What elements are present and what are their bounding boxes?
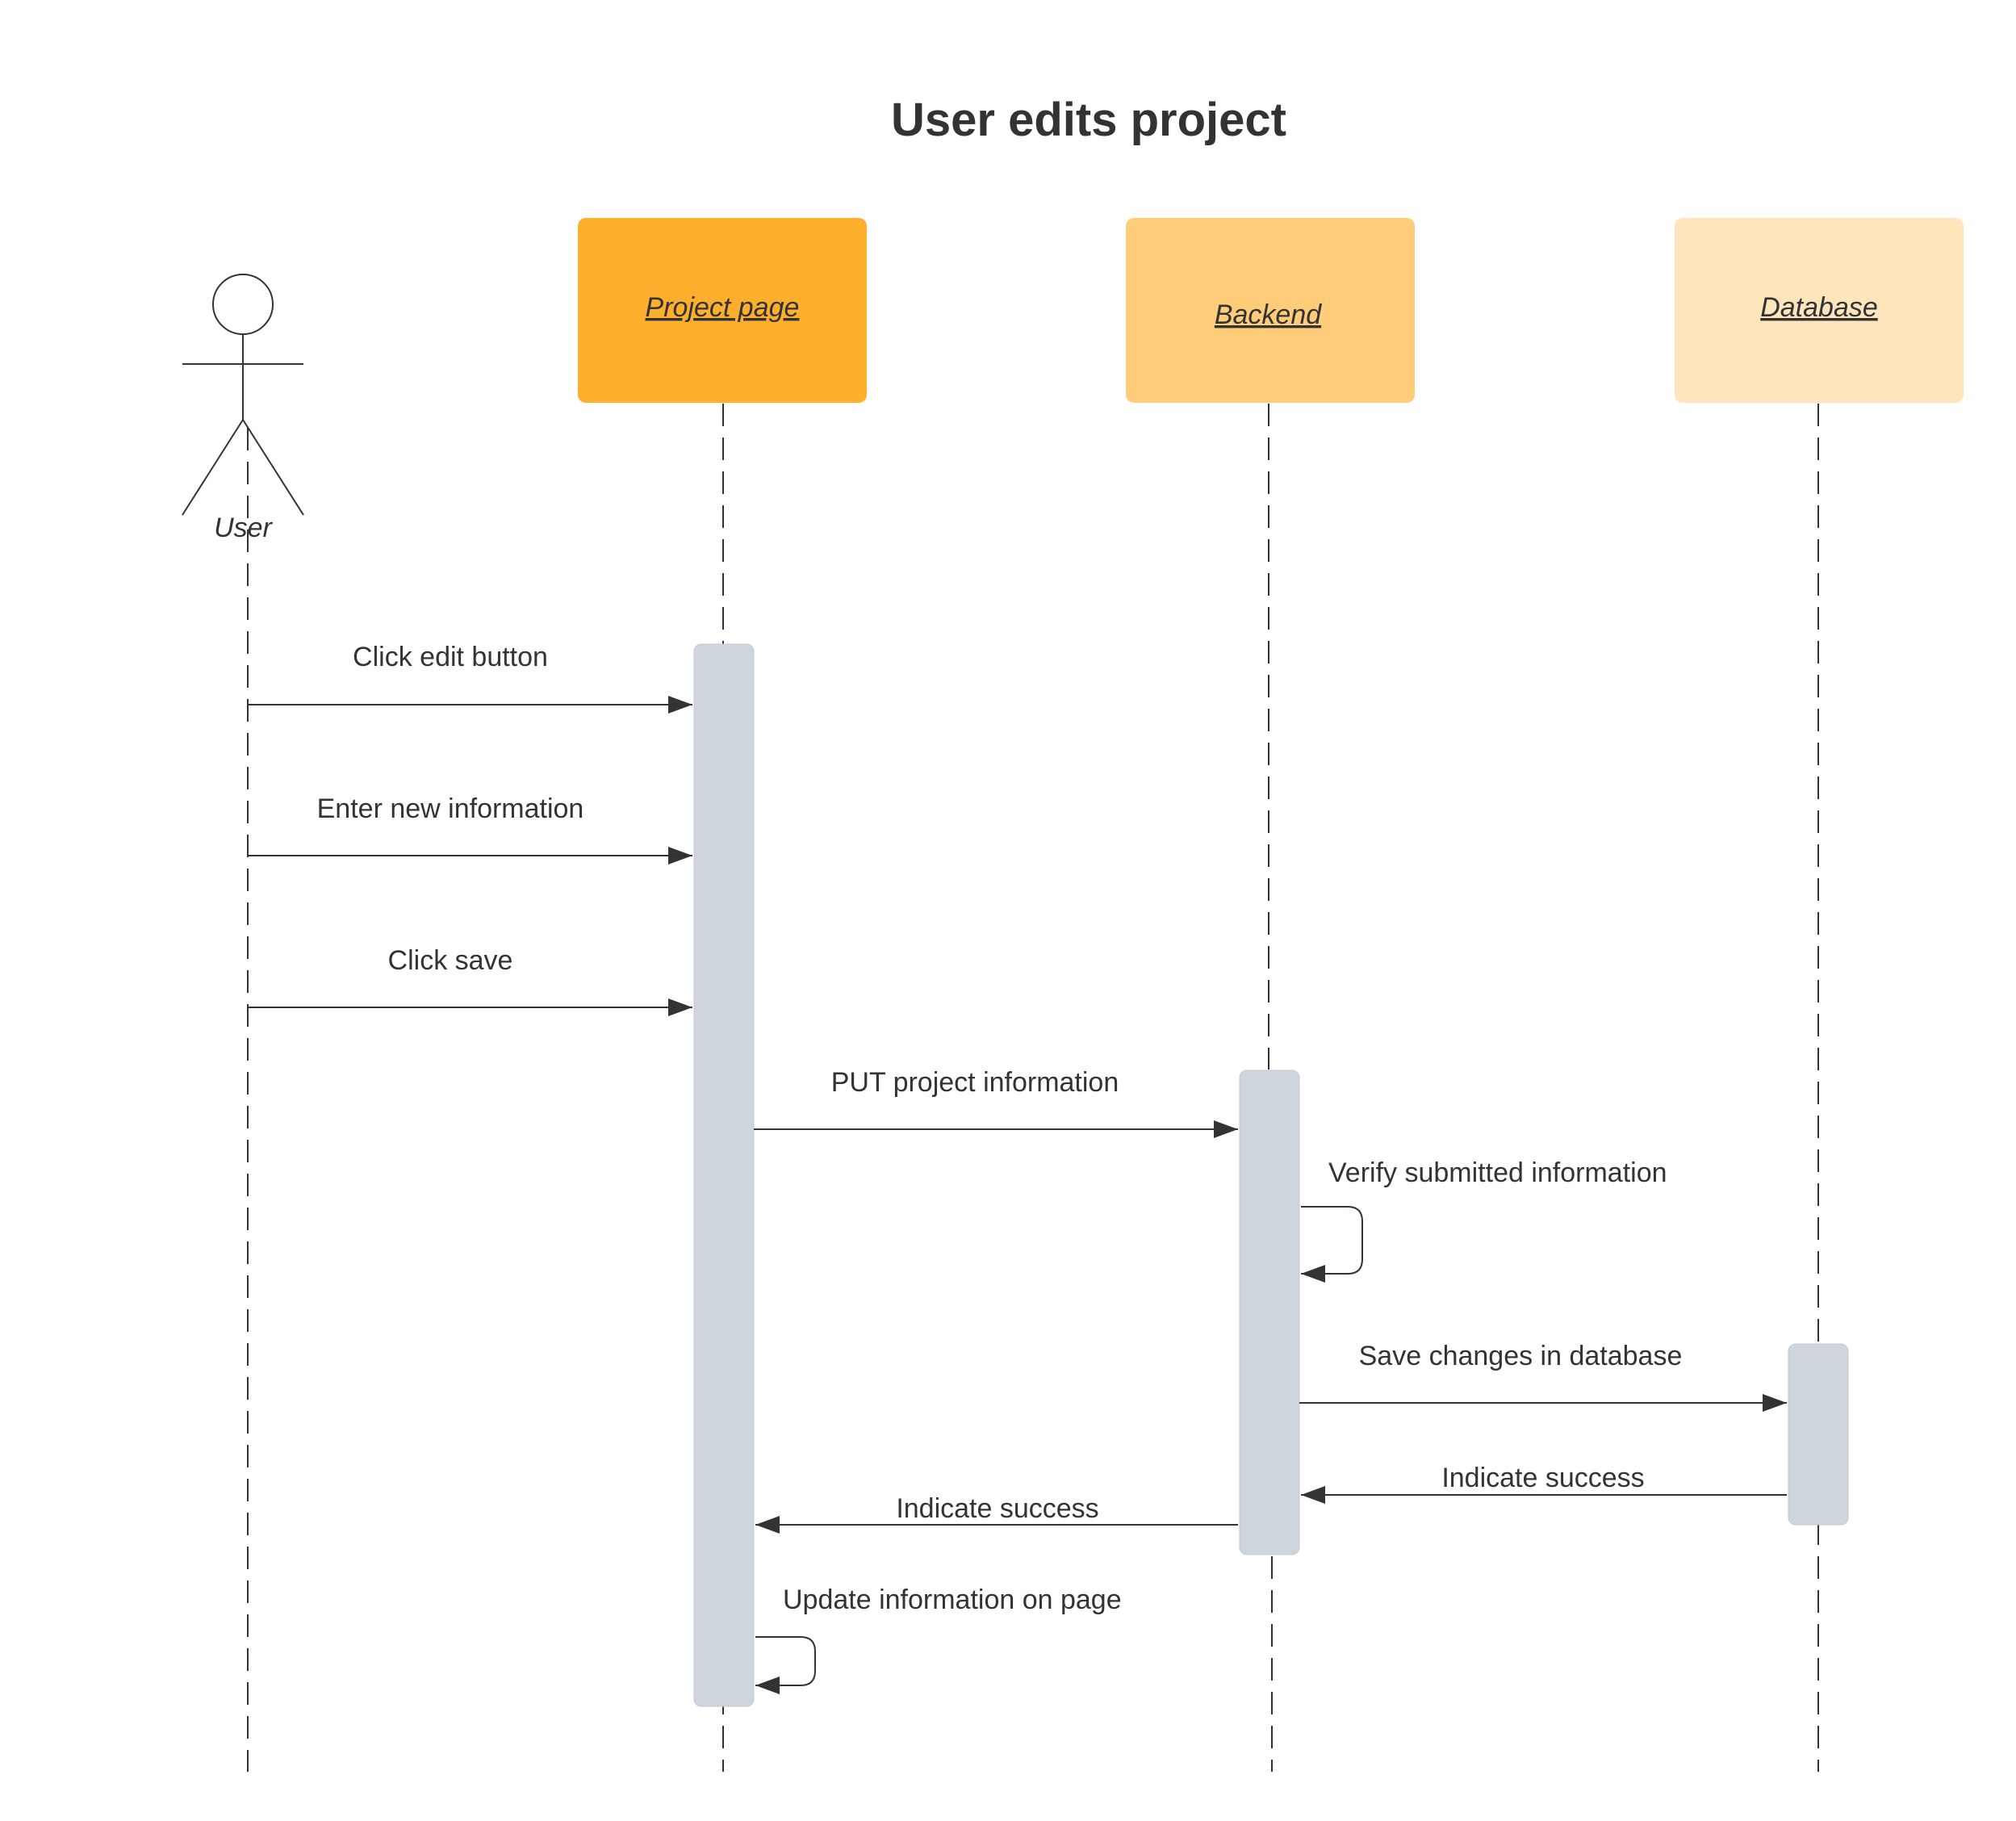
message-label: Update information on page <box>783 1584 1122 1615</box>
actor-label: User <box>214 513 273 543</box>
message-put-project-information: PUT project information <box>754 1067 1238 1138</box>
message-label: Verify submitted information <box>1328 1157 1667 1188</box>
activation-database <box>1788 1343 1849 1526</box>
message-self-arrow <box>755 1636 816 1694</box>
message-label: Indicate success <box>1441 1463 1644 1493</box>
participant-box-project-page <box>578 218 867 403</box>
message-self-arrow <box>1301 1206 1363 1283</box>
message-label: Click save <box>388 945 513 976</box>
actor-left-leg <box>182 419 244 516</box>
participant-label-backend: Backend <box>1215 299 1322 330</box>
participant-label-project-page: Project page <box>646 292 800 323</box>
participant-backend: Backend <box>1126 218 1415 403</box>
message-click-save: Click save <box>248 945 692 1016</box>
participant-database: Database <box>1675 218 1964 403</box>
actor-user: User <box>182 274 304 543</box>
message-label: Enter new information <box>317 793 584 824</box>
message-update-information-on-page: Update information on page <box>755 1584 1122 1694</box>
message-save-changes-in-database: Save changes in database <box>1299 1341 1787 1412</box>
message-verify-submitted-information: Verify submitted information <box>1301 1157 1667 1283</box>
participant-box-database <box>1675 218 1964 403</box>
participant-box-backend <box>1126 218 1415 403</box>
activation-project-page <box>693 643 755 1707</box>
message-label: Click edit button <box>353 642 548 672</box>
message-label: Save changes in database <box>1359 1341 1683 1371</box>
participant-project-page: Project page <box>578 218 867 403</box>
actor-right-leg <box>242 419 304 516</box>
message-label: PUT project information <box>831 1067 1119 1098</box>
message-click-edit-button: Click edit button <box>248 642 692 714</box>
message-enter-new-information: Enter new information <box>248 793 692 864</box>
message-label: Indicate success <box>896 1493 1098 1524</box>
diagram-title: User edits project <box>891 94 1286 146</box>
message-indicate-success-database: Indicate success <box>1301 1463 1787 1504</box>
activation-backend <box>1239 1070 1300 1555</box>
message-indicate-success-backend: Indicate success <box>755 1493 1238 1534</box>
actor-head <box>212 274 274 335</box>
participant-label-database: Database <box>1760 292 1878 323</box>
